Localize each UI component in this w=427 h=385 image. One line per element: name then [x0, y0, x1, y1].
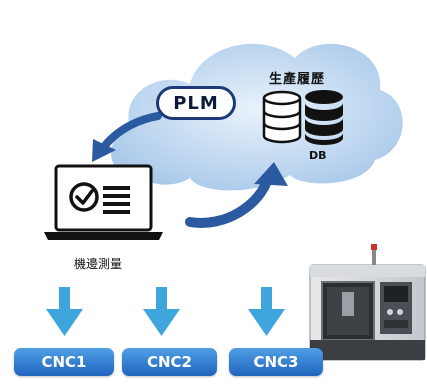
down-arrow-cnc2 [143, 287, 180, 336]
database-solid-icon [305, 90, 343, 145]
edge-measurement-label: 機邊測量 [74, 257, 123, 271]
cnc2-box: CNC2 [122, 348, 217, 376]
cnc3-box: CNC3 [229, 348, 323, 376]
cnc1-box: CNC1 [14, 348, 114, 376]
db-label: DB [309, 149, 327, 162]
cnc-machine-icon [309, 244, 426, 361]
curved-arrow-to-cloud [185, 162, 288, 228]
cloud-shape [111, 43, 403, 191]
production-history-label: 生產履歷 [269, 72, 326, 87]
curved-arrow-to-laptop [92, 112, 162, 162]
down-arrow-cnc3 [248, 287, 285, 336]
database-outline-icon [262, 90, 302, 144]
plm-box: PLM [156, 86, 236, 120]
checklist-icon [69, 182, 130, 214]
down-arrow-cnc1 [46, 287, 83, 336]
